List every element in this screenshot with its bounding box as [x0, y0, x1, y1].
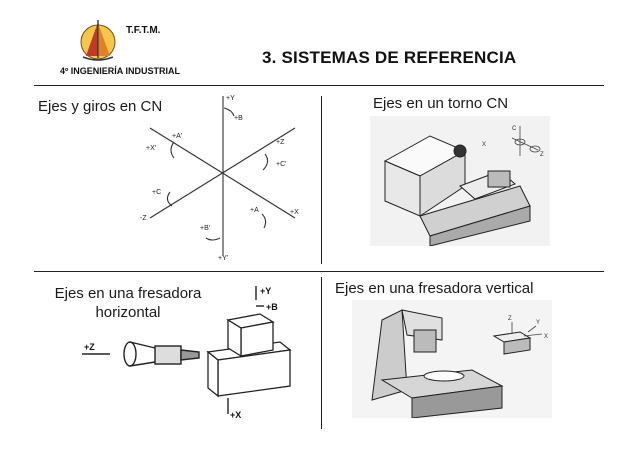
- page-title: 3. SISTEMAS DE REFERENCIA: [262, 48, 517, 67]
- caption-lathe-axes: Ejes en un torno CN: [373, 95, 509, 112]
- label-plus-c: +C: [152, 189, 161, 196]
- vmill-label-y: Y: [536, 320, 540, 326]
- lathe-label-x: X: [482, 142, 486, 148]
- vmill-label-x: X: [544, 334, 548, 340]
- lathe-label-c: C: [512, 126, 517, 132]
- caption-horizontal-mill-line1: Ejes en una fresadora: [54, 285, 202, 302]
- label-plus-b-prime: +B': [200, 225, 210, 232]
- label-plus-y-prime: +Y': [218, 255, 228, 262]
- label-plus-y: +Y: [226, 95, 235, 102]
- cn-axes-diagram: +Y +B +A' +Z +X' +C' +C -Z +A +X +B' +Y': [140, 95, 299, 262]
- course-label: 4º INGENIERÍA INDUSTRIAL: [60, 66, 180, 76]
- caption-horizontal-mill: Ejes en una fresadora horizontal: [38, 284, 218, 322]
- caption-horizontal-mill-line2: horizontal: [95, 304, 161, 321]
- hmill-label-plus-y: +Y: [260, 286, 271, 296]
- caption-vertical-mill: Ejes en una fresadora vertical: [335, 280, 534, 297]
- label-plus-a-prime: +A': [172, 133, 182, 140]
- tftm-logo: [80, 20, 116, 61]
- top-vertical-divider: [321, 96, 322, 264]
- hmill-label-plus-b: +B: [266, 302, 278, 312]
- horizontal-mill-diagram: +Y +B +Z +X: [82, 286, 292, 420]
- lathe-label-z: Z: [540, 152, 544, 158]
- hmill-label-plus-z: +Z: [84, 342, 95, 352]
- vmill-label-z: Z: [508, 316, 512, 322]
- label-plus-b: +B: [234, 115, 243, 122]
- header-rule: [34, 85, 604, 86]
- middle-rule: [34, 271, 604, 272]
- vertical-mill-image: Z Y X: [352, 300, 552, 418]
- label-plus-a: +A: [250, 207, 259, 214]
- label-minus-z: -Z: [140, 215, 147, 222]
- hmill-label-plus-x: +X: [230, 410, 241, 420]
- label-plus-c-prime: +C': [276, 161, 286, 168]
- label-plus-x-prime: +X': [146, 145, 156, 152]
- bottom-vertical-divider: [321, 277, 322, 429]
- cnc-lathe-image: X Z C: [370, 116, 550, 246]
- caption-cn-axes: Ejes y giros en CN: [38, 98, 163, 115]
- institution-label: T.F.T.M.: [126, 25, 161, 36]
- label-plus-x: +X: [290, 209, 299, 216]
- label-plus-z: +Z: [276, 139, 285, 146]
